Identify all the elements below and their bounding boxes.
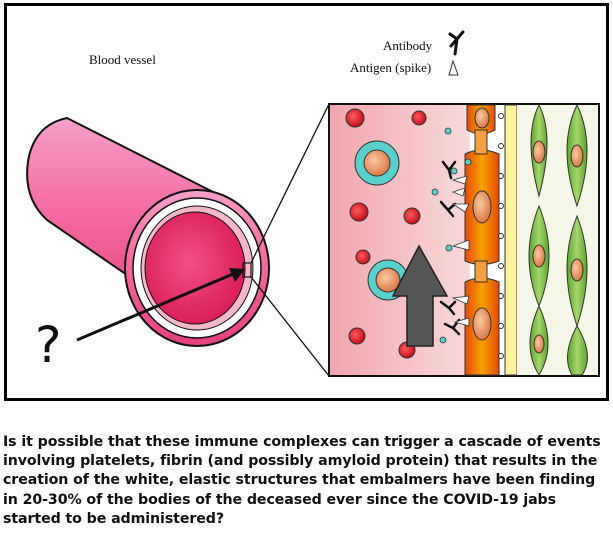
immune-complexes — [439, 160, 470, 336]
legend-antibody-label: Antibody — [383, 38, 433, 53]
pointer-arrow — [76, 268, 245, 342]
legend-antigen-label: Antigen (spike) — [350, 60, 431, 75]
diagram-figure: Blood vessel Antibody Antigen (spike) — [4, 3, 609, 401]
label-blood-vessel: Blood vessel — [89, 52, 156, 67]
basement-membrane — [504, 104, 518, 376]
caption-text: Is it possible that these immune complex… — [3, 434, 601, 527]
red-blood-cells — [345, 108, 427, 359]
question-mark: ? — [35, 316, 62, 374]
diagram-svg: Blood vessel Antibody Antigen (spike) — [26, 30, 600, 377]
endothelial-cells — [464, 104, 500, 376]
legend-antibody-icon — [448, 30, 465, 56]
blood-vessel-tube — [26, 116, 270, 347]
zoom-panel — [328, 103, 600, 377]
membrane-dots — [498, 113, 504, 359]
legend-antigen-icon — [448, 59, 459, 76]
smooth-muscle-cells — [517, 103, 598, 376]
zoom-lines — [250, 103, 330, 377]
migration-arrow — [391, 244, 449, 347]
